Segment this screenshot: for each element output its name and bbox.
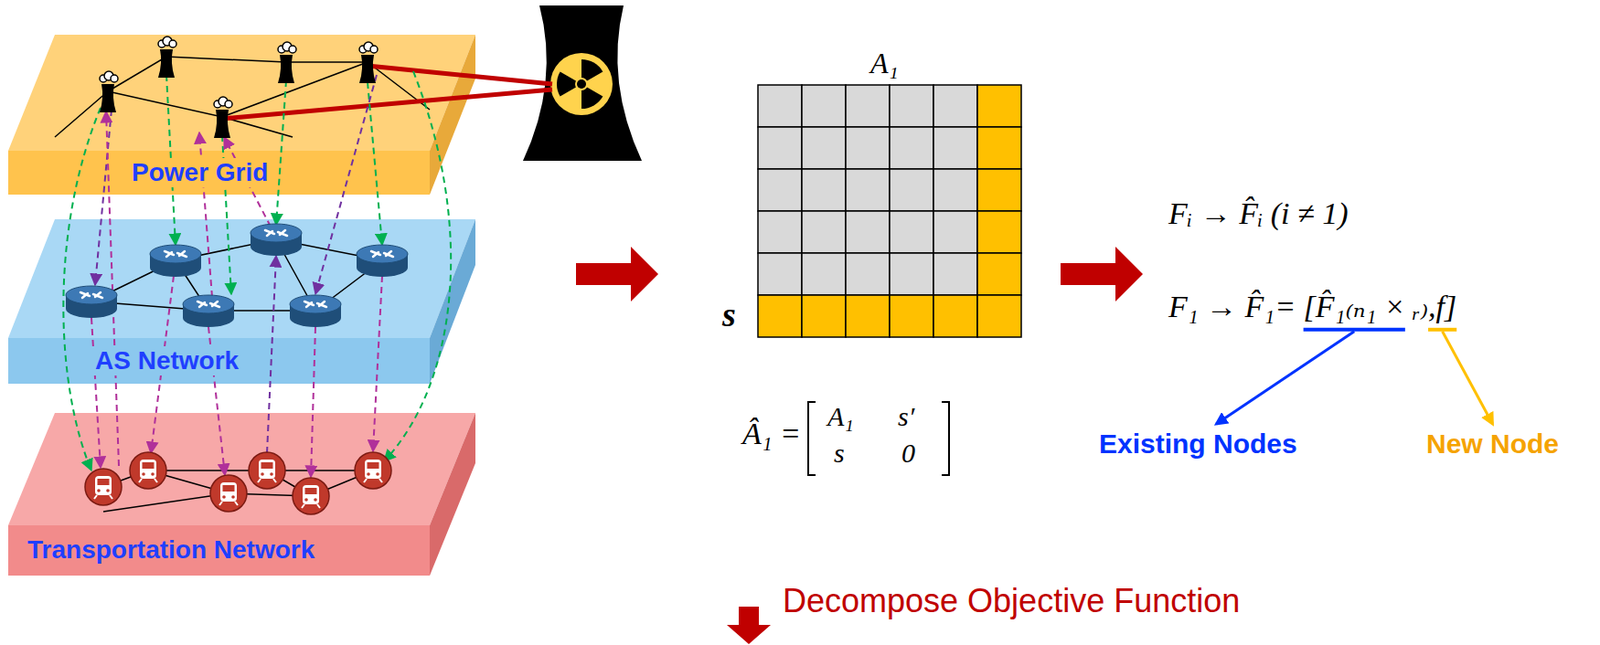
matrix-entry: 0 xyxy=(901,437,916,470)
matrix-cell xyxy=(757,211,802,254)
matrix-cell xyxy=(889,253,934,296)
new-node-cell xyxy=(977,253,1022,296)
matrix-cell xyxy=(933,127,978,170)
matrix-grid xyxy=(757,85,1022,338)
update-rule: Fᵢ → F̂ᵢ (i ≠ 1) xyxy=(1168,195,1349,234)
matrix-entry: A₁ xyxy=(827,400,854,434)
as-network-layer: AS Network xyxy=(8,219,477,384)
update-rule: F₁ → F̂₁= [F̂₁₍ₙ₁ × ᵣ₎,f] xyxy=(1168,288,1457,327)
new-node-cell xyxy=(757,295,802,338)
layer-front xyxy=(8,338,430,384)
transportation-layer: Transportation Network xyxy=(8,413,477,576)
matrix-cell xyxy=(757,253,802,296)
matrix-cell xyxy=(801,169,846,212)
matrix-cell xyxy=(801,85,846,128)
layer-label: AS Network xyxy=(92,346,242,376)
new-node-cell xyxy=(933,295,978,338)
matrix-cell xyxy=(757,169,802,212)
layer-label: Transportation Network xyxy=(24,535,318,566)
matrix-name: A₁ xyxy=(870,45,899,81)
new-node-cell xyxy=(845,295,890,338)
matrix-cell xyxy=(933,211,978,254)
equation-lhs: Â₁ = xyxy=(742,416,801,454)
existing-nodes-note: Existing Nodes xyxy=(1098,427,1298,461)
matrix-cell xyxy=(801,211,846,254)
new-node-cell xyxy=(977,127,1022,170)
matrix-cell xyxy=(889,85,934,128)
power-grid-layer: Power Grid xyxy=(8,34,477,195)
matrix-cell xyxy=(845,169,890,212)
annotation-lines xyxy=(1216,330,1493,425)
matrix-entry: s xyxy=(833,437,845,470)
matrix-cell xyxy=(845,211,890,254)
row-label: s xyxy=(722,294,736,337)
new-node-cell xyxy=(977,85,1022,128)
step-caption: Decompose Objective Function xyxy=(782,581,1240,621)
new-node-note: New Node xyxy=(1426,427,1559,461)
matrix-cell xyxy=(933,169,978,212)
matrix-cell xyxy=(845,127,890,170)
new-node-cell xyxy=(801,295,846,338)
layer-top xyxy=(8,34,476,151)
layer-side xyxy=(429,413,476,576)
matrix-cell xyxy=(801,127,846,170)
layer-side xyxy=(429,219,476,384)
matrix-cell xyxy=(933,253,978,296)
matrix-entry: s′ xyxy=(897,400,915,434)
new-node-cell xyxy=(977,169,1022,212)
layer-label: Power Grid xyxy=(128,158,271,188)
matrix-cell xyxy=(757,127,802,170)
layer-top xyxy=(8,413,476,526)
layer-shape xyxy=(8,219,477,384)
matrix-cell xyxy=(845,85,890,128)
matrix-cell xyxy=(801,253,846,296)
matrix-cell xyxy=(889,211,934,254)
new-node-cell xyxy=(889,295,934,338)
matrix-cell xyxy=(889,169,934,212)
matrix-cell xyxy=(889,127,934,170)
new-node-cell xyxy=(977,211,1022,254)
layer-top xyxy=(8,219,476,339)
new-node-cell xyxy=(977,295,1022,338)
layer-front xyxy=(8,525,430,576)
matrix-cell xyxy=(757,85,802,128)
layer-front xyxy=(8,150,430,195)
matrix-cell xyxy=(845,253,890,296)
layer-side xyxy=(429,34,476,195)
matrix-cell xyxy=(933,85,978,128)
